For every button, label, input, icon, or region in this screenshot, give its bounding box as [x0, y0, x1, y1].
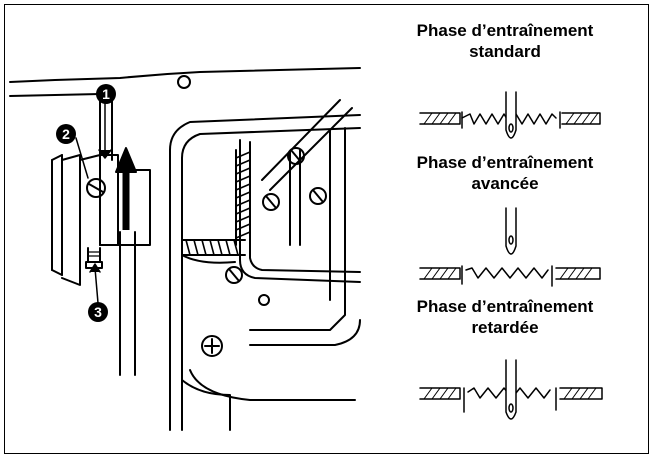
caption-standard-line1: Phase d’entraînement: [416, 21, 594, 40]
caption-standard: Phase d’entraînement standard: [370, 20, 640, 62]
diagram-retarded: [419, 359, 603, 420]
rotation-arrow: [115, 147, 137, 230]
caption-retarded: Phase d’entraînement retardée: [370, 296, 640, 338]
machine-body: [9, 67, 361, 431]
feed-cam-assembly: [51, 154, 151, 286]
caption-advanced-line1: Phase d’entraînement: [416, 153, 594, 172]
caption-standard-line2: standard: [469, 42, 541, 61]
diagram-advanced: [419, 207, 601, 287]
callout-2: 2: [56, 124, 76, 144]
caption-advanced: Phase d’entraînement avancée: [370, 152, 640, 194]
callout-3: 3: [88, 302, 108, 322]
leader-lines: [75, 103, 112, 304]
caption-retarded-line1: Phase d’entraînement: [416, 297, 594, 316]
callout-1: 1: [96, 84, 116, 104]
bevel-gear: [181, 149, 251, 264]
caption-retarded-line2: retardée: [471, 318, 539, 337]
caption-advanced-line2: avancée: [471, 174, 539, 193]
body-screws: [201, 147, 327, 357]
diagram-standard: [419, 91, 601, 139]
